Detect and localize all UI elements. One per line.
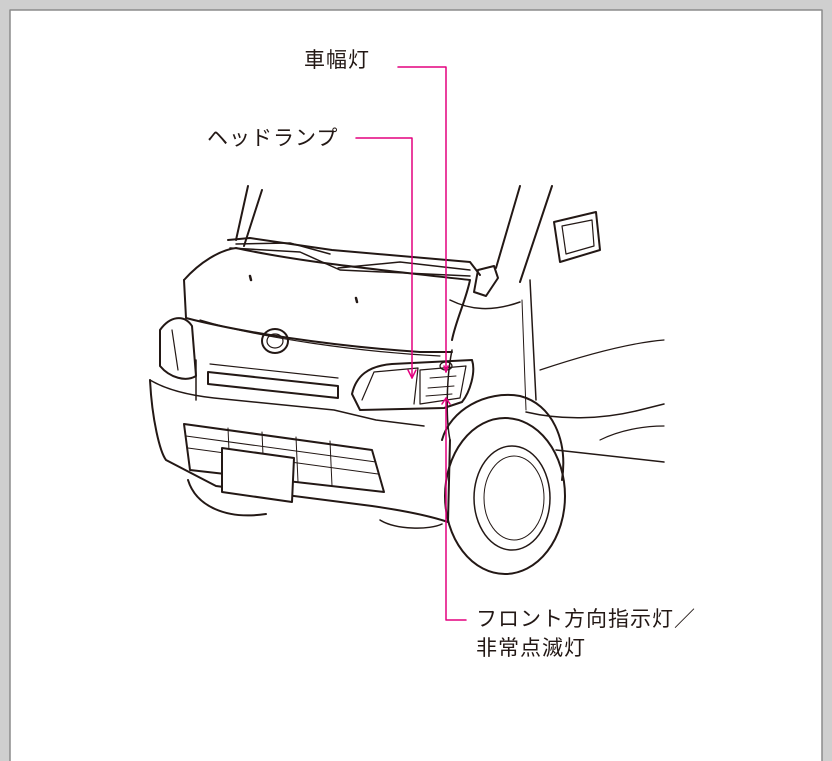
hood-top — [183, 247, 471, 341]
side-mirror — [473, 265, 499, 297]
grille-slot — [207, 371, 339, 399]
arrow-turn-signal — [441, 397, 451, 405]
turn-signal-label-line1: フロント方向指示灯／ — [476, 607, 696, 631]
door-mirror — [553, 211, 601, 263]
left-a-pillar — [235, 185, 249, 241]
arrow-headlamp — [407, 369, 417, 379]
emblem — [261, 328, 289, 354]
arrow-marker-lamp — [443, 365, 449, 373]
right-headlamp-cluster — [351, 359, 475, 411]
wheel-arch — [441, 393, 565, 481]
lower-grille — [183, 423, 385, 493]
left-tyre — [187, 479, 267, 517]
leader-turn-signal — [445, 397, 467, 621]
front-right-wheel — [444, 417, 566, 575]
turn-signal-label-line2: 非常点滅灯 — [476, 636, 586, 660]
license-plate — [221, 447, 295, 503]
marker-lamp-label: 車幅灯 — [304, 48, 370, 72]
right-a-pillar — [495, 185, 521, 269]
wiper-left — [235, 242, 331, 255]
hood-front-edge — [183, 279, 453, 353]
leader-lines — [355, 66, 467, 621]
leader-headlamp — [355, 137, 413, 379]
headlamp-label: ヘッドランプ — [207, 126, 339, 150]
turn-signal-label: フロント方向指示灯／ 非常点滅灯 — [476, 605, 696, 663]
leader-marker-lamp — [397, 66, 447, 373]
right-a-pillar-inner — [519, 185, 553, 283]
cowl-line — [227, 237, 481, 276]
left-a-pillar-inner — [243, 189, 263, 247]
front-bumper — [149, 379, 451, 523]
